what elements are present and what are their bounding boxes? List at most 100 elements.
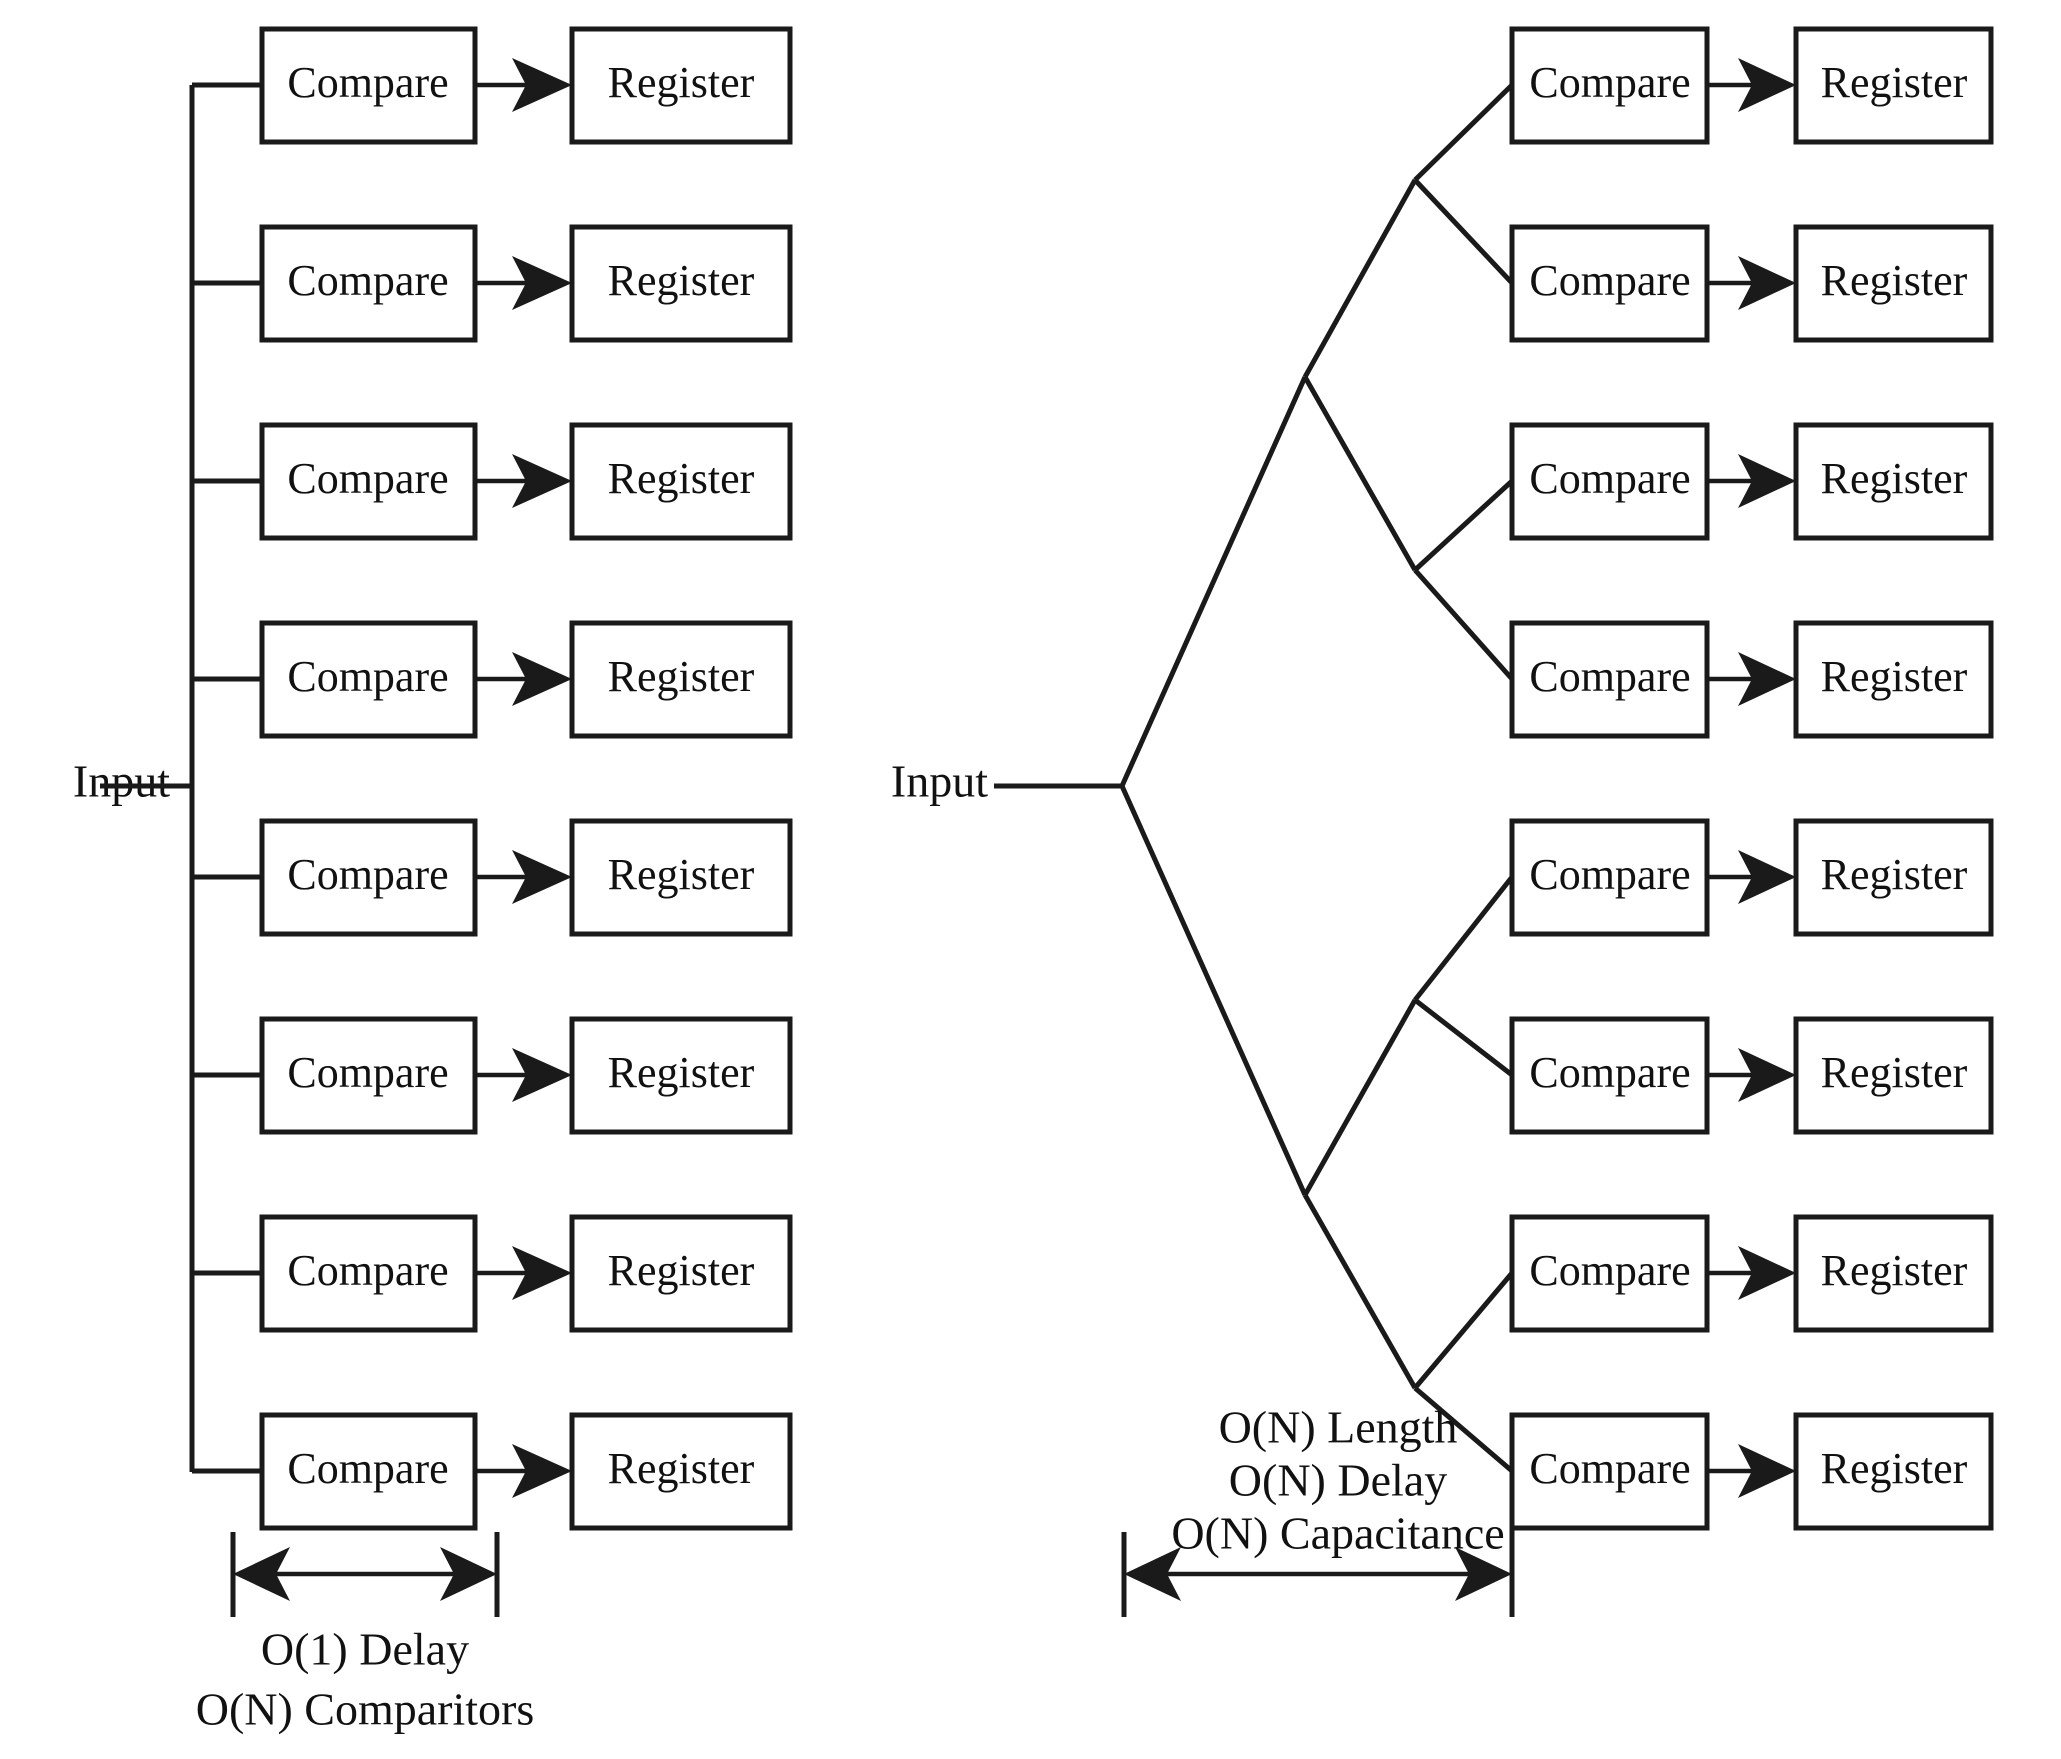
arrow-head-icon — [512, 652, 572, 706]
tree-edge-leaf-5 — [1413, 875, 1514, 1002]
register-box[interactable] — [1793, 1016, 1994, 1135]
compare-label: Compare — [1529, 652, 1690, 701]
left-caption-line-1: O(1) Delay — [261, 1624, 469, 1675]
compare-label: Compare — [287, 1246, 448, 1295]
register-box[interactable] — [1793, 818, 1994, 937]
register-label: Register — [1821, 256, 1968, 305]
register-label: Register — [1821, 1246, 1968, 1295]
tree-edge-l2-lower-b — [1302, 1193, 1418, 1390]
tree-edge-leaf-7 — [1413, 1271, 1514, 1390]
arrow-head-icon — [512, 454, 572, 508]
register-label: Register — [608, 58, 755, 107]
left-caption-line-2: O(N) Comparitors — [196, 1684, 535, 1735]
register-box[interactable] — [1793, 422, 1994, 541]
compare-label: Compare — [287, 850, 448, 899]
register-label: Register — [1821, 58, 1968, 107]
register-box[interactable] — [1793, 224, 1994, 343]
arrow-head-icon — [512, 1246, 572, 1300]
compare-label: Compare — [1529, 1444, 1690, 1493]
register-box[interactable] — [569, 26, 793, 145]
arrow-head-icon — [512, 850, 572, 904]
tree-edge-leaf-1 — [1413, 83, 1514, 182]
compare-label: Compare — [1529, 454, 1690, 503]
arrow-head-icon — [1738, 850, 1796, 904]
compare-box[interactable] — [259, 1016, 478, 1135]
arrow-head-icon — [1738, 1444, 1796, 1498]
left-row: Compare Register — [259, 1016, 793, 1135]
right-row: Compare Register — [1509, 1214, 1994, 1333]
compare-box[interactable] — [1509, 422, 1710, 541]
tree-edge-leaf-4 — [1413, 568, 1514, 681]
tree-edge-root-lower — [1119, 784, 1308, 1197]
register-box[interactable] — [569, 818, 793, 937]
right-diagram-binary-tree: Input Compa — [891, 26, 1994, 1617]
register-label: Register — [608, 1246, 755, 1295]
right-row: Compare Register — [1509, 422, 1994, 541]
arrow-head-icon — [1738, 652, 1796, 706]
compare-box[interactable] — [259, 224, 478, 343]
left-row: Compare Register — [259, 1412, 793, 1531]
compare-label: Compare — [1529, 1048, 1690, 1097]
tree-edge-l2-upper-b — [1302, 375, 1418, 572]
register-box[interactable] — [1793, 1214, 1994, 1333]
register-label: Register — [1821, 1444, 1968, 1493]
arrow-head-right-icon — [440, 1547, 497, 1601]
right-input-label: Input — [891, 756, 988, 807]
arrow-head-icon — [512, 1048, 572, 1102]
right-row: Compare Register — [1509, 1016, 1994, 1135]
compare-label: Compare — [287, 256, 448, 305]
arrow-head-icon — [1738, 58, 1796, 112]
tree-edge-l2-lower-a — [1302, 998, 1418, 1197]
compare-label: Compare — [287, 1444, 448, 1493]
register-box[interactable] — [569, 1412, 793, 1531]
compare-label: Compare — [287, 1048, 448, 1097]
register-box[interactable] — [569, 1016, 793, 1135]
register-box[interactable] — [1793, 1412, 1994, 1531]
right-row: Compare Register — [1509, 1412, 1994, 1531]
compare-label: Compare — [1529, 58, 1690, 107]
arrow-head-icon — [1738, 1048, 1796, 1102]
register-box[interactable] — [569, 224, 793, 343]
arrow-head-icon — [512, 256, 572, 310]
compare-box[interactable] — [259, 1412, 478, 1531]
register-label: Register — [1821, 850, 1968, 899]
compare-box[interactable] — [259, 818, 478, 937]
compare-label: Compare — [1529, 1246, 1690, 1295]
compare-box[interactable] — [1509, 818, 1710, 937]
left-diagram-flat-broadcast: Input Compare Register — [73, 26, 793, 1735]
arrow-head-left-icon — [233, 1547, 290, 1601]
right-row: Compare Register — [1509, 224, 1994, 343]
register-label: Register — [608, 850, 755, 899]
register-label: Register — [608, 256, 755, 305]
register-box[interactable] — [569, 422, 793, 541]
register-label: Register — [608, 652, 755, 701]
register-label: Register — [608, 454, 755, 503]
register-box[interactable] — [569, 620, 793, 739]
compare-box[interactable] — [259, 1214, 478, 1333]
compare-label: Compare — [287, 58, 448, 107]
register-label: Register — [1821, 454, 1968, 503]
register-label: Register — [1821, 1048, 1968, 1097]
tree-edge-leaf-3 — [1413, 479, 1514, 572]
right-row: Compare Register — [1509, 26, 1994, 145]
compare-box[interactable] — [259, 620, 478, 739]
register-box[interactable] — [1793, 620, 1994, 739]
compare-box[interactable] — [1509, 1412, 1710, 1531]
register-box[interactable] — [1793, 26, 1994, 145]
arrow-head-icon — [512, 1444, 572, 1498]
arrow-head-icon — [1738, 454, 1796, 508]
register-label: Register — [608, 1048, 755, 1097]
right-row: Compare Register — [1509, 818, 1994, 937]
tree-edge-leaf-8 — [1413, 1386, 1514, 1473]
right-dimension-measure — [1121, 1510, 1515, 1617]
arrow-head-right-icon — [1455, 1547, 1512, 1601]
left-dimension-measure — [230, 1532, 500, 1617]
compare-label: Compare — [1529, 256, 1690, 305]
left-row: Compare Register — [259, 224, 793, 343]
tree-edge-leaf-6 — [1413, 998, 1514, 1077]
register-box[interactable] — [569, 1214, 793, 1333]
right-caption-line-2: O(N) Delay — [1229, 1455, 1447, 1506]
tree-edge-l2-upper-a — [1302, 178, 1418, 379]
